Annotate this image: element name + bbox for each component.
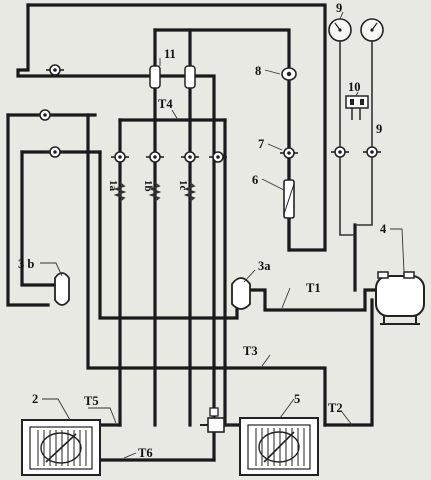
t3-pipe — [86, 113, 327, 427]
label-1a: 1a — [107, 180, 119, 192]
leader-6 — [261, 178, 285, 191]
label-2: 2 — [32, 392, 38, 406]
leader-t4 — [171, 109, 179, 121]
t1-pipe — [248, 288, 380, 312]
valve-icon — [146, 151, 164, 163]
left-inner-loop — [20, 150, 57, 287]
filter-icon — [184, 65, 196, 89]
accumulator-3a-icon — [231, 277, 251, 310]
coil-1a-icon — [113, 182, 127, 202]
label-t6: T6 — [138, 446, 153, 460]
label-11: 11 — [164, 47, 176, 61]
leader-9 — [339, 11, 344, 20]
leader-10 — [355, 91, 359, 97]
leader-7 — [267, 143, 283, 151]
leader-t5 — [88, 407, 117, 424]
label-10: 10 — [348, 80, 361, 94]
label-t5: T5 — [84, 394, 99, 408]
leader-t2 — [341, 411, 353, 426]
gauge-line-left — [339, 38, 355, 236]
valve-icon — [363, 146, 381, 158]
valve-8-icon — [281, 67, 297, 81]
pipe-network — [6, 3, 380, 462]
label-1c: 1c — [177, 180, 189, 191]
loop-3b-pipe — [6, 113, 50, 307]
pressure-switch-icon — [345, 95, 369, 109]
label-t4: T4 — [158, 97, 173, 111]
sight-glass-mark — [283, 183, 295, 215]
label-6: 6 — [252, 173, 258, 187]
label-t1: T1 — [306, 281, 321, 295]
pressure-gauge-icon — [328, 18, 352, 42]
top-loop-pipe — [26, 3, 327, 252]
expansion-valve-icon — [200, 407, 232, 433]
label-7: 7 — [258, 137, 264, 151]
gauge-group — [328, 18, 384, 42]
leader-3a — [243, 269, 256, 283]
leader-4 — [390, 228, 405, 273]
leader-lines — [40, 11, 405, 459]
left-vertical-pipe — [16, 3, 216, 462]
label-3b: 3 b — [18, 257, 34, 271]
top-branch-pipe — [153, 28, 291, 72]
label-t2: T2 — [328, 401, 343, 415]
label-5: 5 — [294, 392, 300, 406]
valve-icon — [46, 64, 64, 76]
leader-3b — [40, 262, 63, 277]
valve-icon — [111, 151, 129, 163]
filter-11-group — [149, 65, 196, 89]
gauge-line-right — [355, 38, 373, 226]
t2-pipe — [323, 298, 374, 427]
coil-1c-icon — [183, 182, 197, 202]
leader-2 — [42, 398, 71, 421]
compressor-icon — [375, 271, 425, 325]
valve-group — [36, 64, 381, 163]
coil-1b-icon — [148, 182, 162, 202]
leader-t3 — [261, 354, 271, 367]
valve-7-icon — [280, 147, 298, 159]
filter-icon — [149, 65, 161, 89]
valve-icon — [181, 151, 199, 163]
leader-5 — [279, 398, 295, 419]
label-9-top: 9 — [336, 1, 342, 15]
valve-icon — [46, 146, 64, 158]
leader-t1 — [281, 287, 291, 309]
leader-t6 — [123, 452, 137, 459]
accumulator-3b-icon — [54, 272, 70, 306]
valve-icon — [36, 109, 54, 121]
label-t3: T3 — [243, 344, 258, 358]
condenser-5-icon — [239, 417, 319, 476]
pressure-gauge-icon — [360, 18, 384, 42]
label-1b: 1b — [142, 180, 154, 192]
valve-icon — [209, 151, 227, 163]
label-3a: 3a — [258, 259, 271, 273]
leader-8 — [264, 69, 281, 75]
label-8: 8 — [255, 64, 261, 78]
labels: 2 3 b 3a 4 5 6 7 8 9 9 10 11 1a 1b 1c T1… — [18, 1, 387, 460]
coil-group — [113, 182, 197, 202]
evaporator-2-icon — [21, 419, 101, 476]
label-9-side: 9 — [376, 122, 382, 136]
valve-icon — [331, 146, 349, 158]
label-4: 4 — [380, 222, 387, 236]
